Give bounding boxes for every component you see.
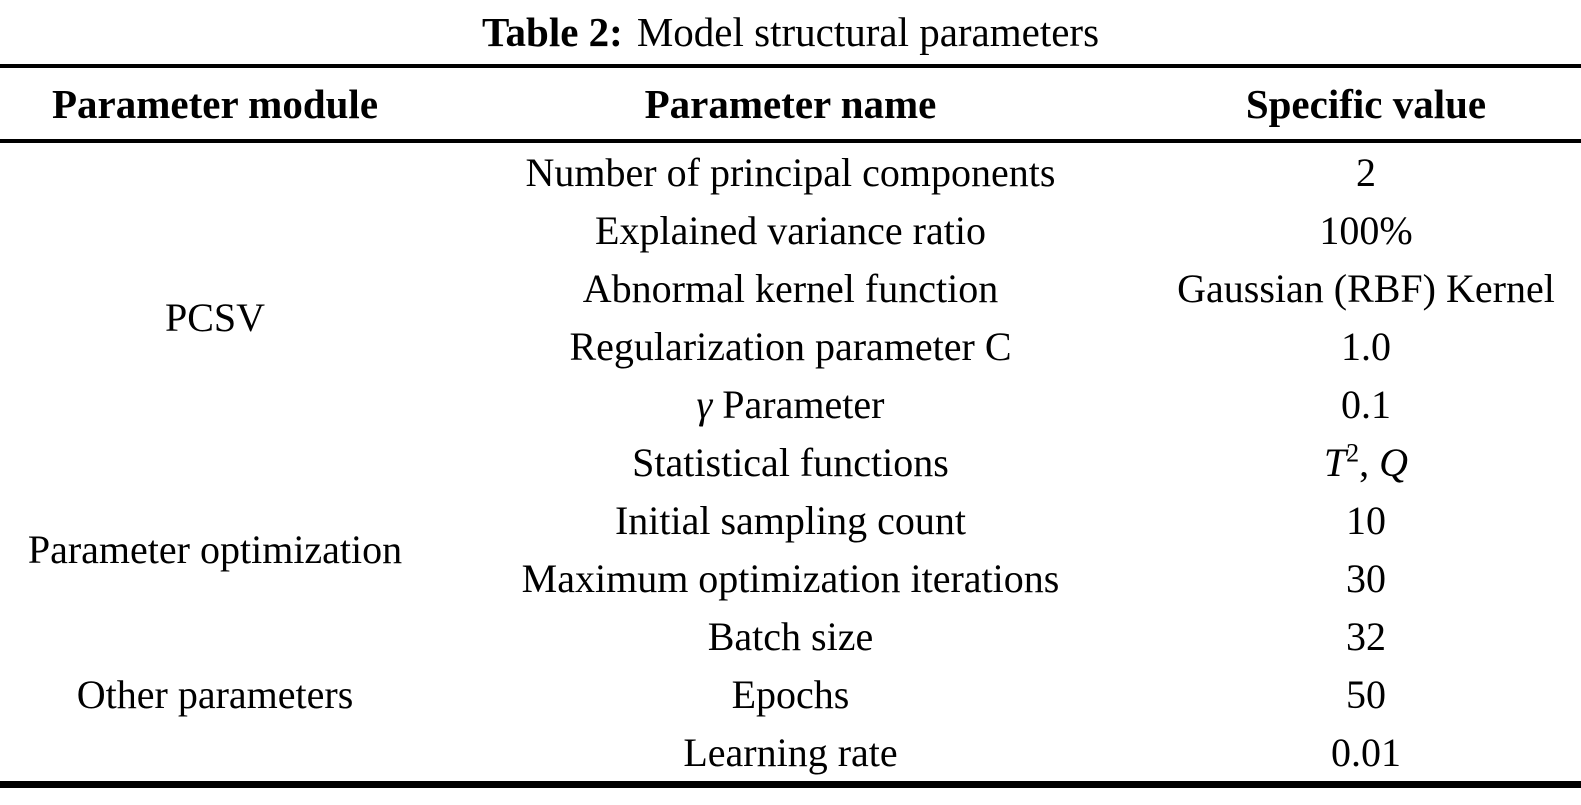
- specific-value-cell: T2, Q: [1151, 433, 1581, 491]
- parameters-table: Parameter module Parameter name Specific…: [0, 64, 1581, 788]
- specific-value-cell: 0.01: [1330, 729, 1401, 775]
- table-number-label: Table 2:: [481, 9, 623, 55]
- specific-value-cell: 0.1: [1340, 381, 1391, 427]
- table-row: Epochs 50: [0, 665, 1581, 723]
- gamma-parameter-label: Parameter: [722, 381, 885, 427]
- parameter-name-cell: Epochs: [731, 671, 850, 717]
- table-row: Explained variance ratio 100%: [0, 201, 1581, 259]
- module-cell-parameter-optimization: Parameter optimization: [27, 526, 403, 572]
- specific-value-cell: 30: [1345, 555, 1386, 601]
- table-title: Model structural parameters: [636, 9, 1100, 55]
- parameter-name-cell: Maximum optimization iterations: [521, 555, 1060, 601]
- table-row: Statistical functions T2, Q: [0, 433, 1581, 491]
- column-header-parameter-module: Parameter module: [0, 66, 431, 143]
- table-header-row: Parameter module Parameter name Specific…: [0, 66, 1581, 143]
- table-row: Parameter optimization Initial sampling …: [0, 491, 1581, 572]
- specific-value-cell: 100%: [1319, 207, 1413, 253]
- module-cell-other-parameters: Other parameters: [76, 671, 354, 717]
- module-cell-pcsv: PCSV: [164, 294, 266, 340]
- parameter-name-cell: Explained variance ratio: [595, 207, 986, 253]
- parameter-name-cell: Statistical functions: [632, 439, 949, 485]
- parameter-name-cell: Abnormal kernel function: [582, 265, 999, 311]
- table-caption: Table 2: Model structural parameters: [0, 0, 1581, 64]
- table-row: Other parameters Batch size 32: [0, 607, 1581, 717]
- paper-page: Table 2: Model structural parameters Para…: [0, 0, 1581, 788]
- table-row: γ Parameter 0.1: [0, 375, 1581, 433]
- parameter-name-cell: Batch size: [707, 613, 874, 659]
- specific-value-cell: 1.0: [1340, 323, 1391, 369]
- math-t-symbol: T: [1323, 439, 1347, 485]
- column-header-parameter-name: Parameter name: [430, 66, 1151, 143]
- parameter-name-cell: Number of principal components: [525, 149, 1056, 195]
- table-row: Learning rate 0.01: [0, 723, 1581, 785]
- gamma-symbol: γ: [696, 381, 713, 427]
- parameter-name-cell: Learning rate: [683, 729, 898, 775]
- specific-value-cell: 2: [1355, 149, 1376, 195]
- specific-value-cell: 32: [1345, 613, 1386, 659]
- table-row: PCSV Number of principal components 2: [0, 141, 1581, 340]
- parameter-name-cell: Initial sampling count: [614, 497, 967, 543]
- parameter-name-cell: γ Parameter: [430, 375, 1151, 433]
- math-q-symbol: Q: [1379, 439, 1409, 485]
- table-row: Regularization parameter C 1.0: [0, 317, 1581, 375]
- table-row: Abnormal kernel function Gaussian (RBF) …: [0, 259, 1581, 317]
- specific-value-cell: 10: [1345, 497, 1386, 543]
- table-row: Maximum optimization iterations 30: [0, 549, 1581, 607]
- math-separator: ,: [1359, 439, 1370, 485]
- column-header-specific-value: Specific value: [1150, 66, 1581, 143]
- specific-value-cell: Gaussian (RBF) Kernel: [1177, 265, 1555, 311]
- math-superscript: 2: [1346, 438, 1360, 468]
- parameter-name-cell: Regularization parameter C: [569, 323, 1012, 369]
- specific-value-cell: 50: [1345, 671, 1386, 717]
